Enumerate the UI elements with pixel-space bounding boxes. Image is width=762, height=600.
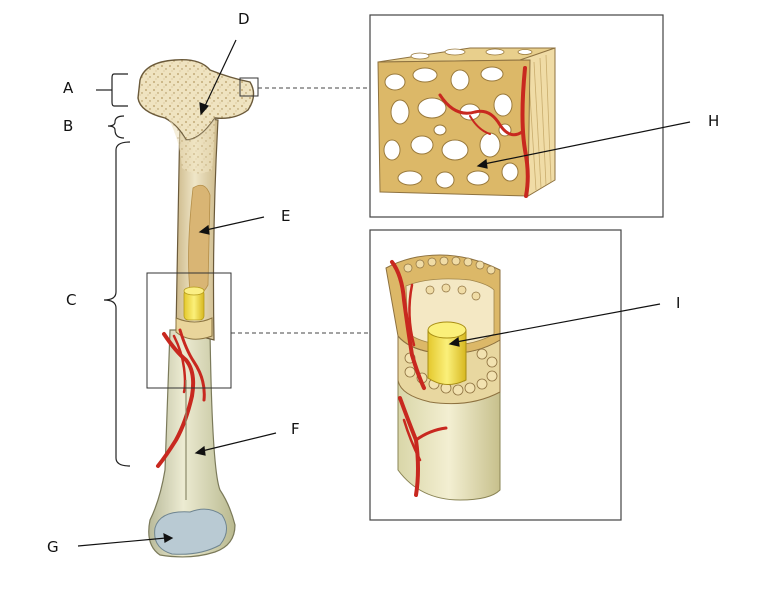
inset-vessel-1 xyxy=(390,260,426,390)
label-H: H xyxy=(708,112,719,130)
inset-yellow-marrow-top xyxy=(427,321,467,339)
label-A: A xyxy=(63,79,74,97)
label-F: F xyxy=(291,420,300,438)
leader-E xyxy=(205,216,265,231)
top-face-holes xyxy=(410,48,533,60)
leader-F xyxy=(201,432,277,452)
zoom-source-top xyxy=(239,77,259,97)
spongy-vessel-1 xyxy=(520,66,530,198)
trabecular-holes xyxy=(383,66,519,189)
arrowhead-D xyxy=(199,102,210,116)
bone-vessel-3 xyxy=(172,334,187,394)
metaphysis-spongy xyxy=(168,118,215,174)
leader-H xyxy=(483,121,691,165)
long-bone xyxy=(137,59,255,558)
label-G: G xyxy=(47,538,59,556)
spongy-vessel-2 xyxy=(438,93,524,137)
inset-vessel-4 xyxy=(414,426,448,442)
spongy-vessel-3 xyxy=(469,115,491,135)
spongy-bone-block xyxy=(377,47,556,198)
label-B: B xyxy=(63,117,73,135)
compact-lamellae xyxy=(527,54,552,191)
proximal-epiphysis xyxy=(137,59,255,141)
label-I: I xyxy=(676,294,680,312)
inset-vessel-5 xyxy=(402,418,422,462)
bone-lower-shaft xyxy=(148,329,236,558)
label-C: C xyxy=(66,291,76,309)
leader-lines xyxy=(77,39,691,547)
label-D: D xyxy=(238,10,250,28)
arrowhead-F xyxy=(194,445,206,456)
inset-vessel-2 xyxy=(408,283,416,347)
top-osteons xyxy=(403,256,496,301)
leader-D xyxy=(203,39,237,109)
label-E: E xyxy=(281,207,290,225)
zoom-source-middle xyxy=(146,272,232,389)
compact-bone-section xyxy=(385,254,501,501)
arrowhead-I xyxy=(448,336,460,347)
bracket-B xyxy=(107,115,125,139)
articular-cartilage xyxy=(154,508,227,555)
leader-G xyxy=(77,537,167,547)
bracket-C xyxy=(103,141,131,467)
arrowhead-G xyxy=(163,532,174,543)
arrowhead-E xyxy=(198,224,210,235)
leader-I xyxy=(455,303,661,343)
cylinder-body xyxy=(397,379,501,501)
bracket-A xyxy=(96,73,128,107)
bone-vessel-2 xyxy=(178,328,206,402)
arrowhead-H xyxy=(476,158,488,169)
yellow-marrow-top xyxy=(183,286,205,296)
medullary-cavity xyxy=(188,184,211,296)
osteon-rings xyxy=(404,348,498,396)
